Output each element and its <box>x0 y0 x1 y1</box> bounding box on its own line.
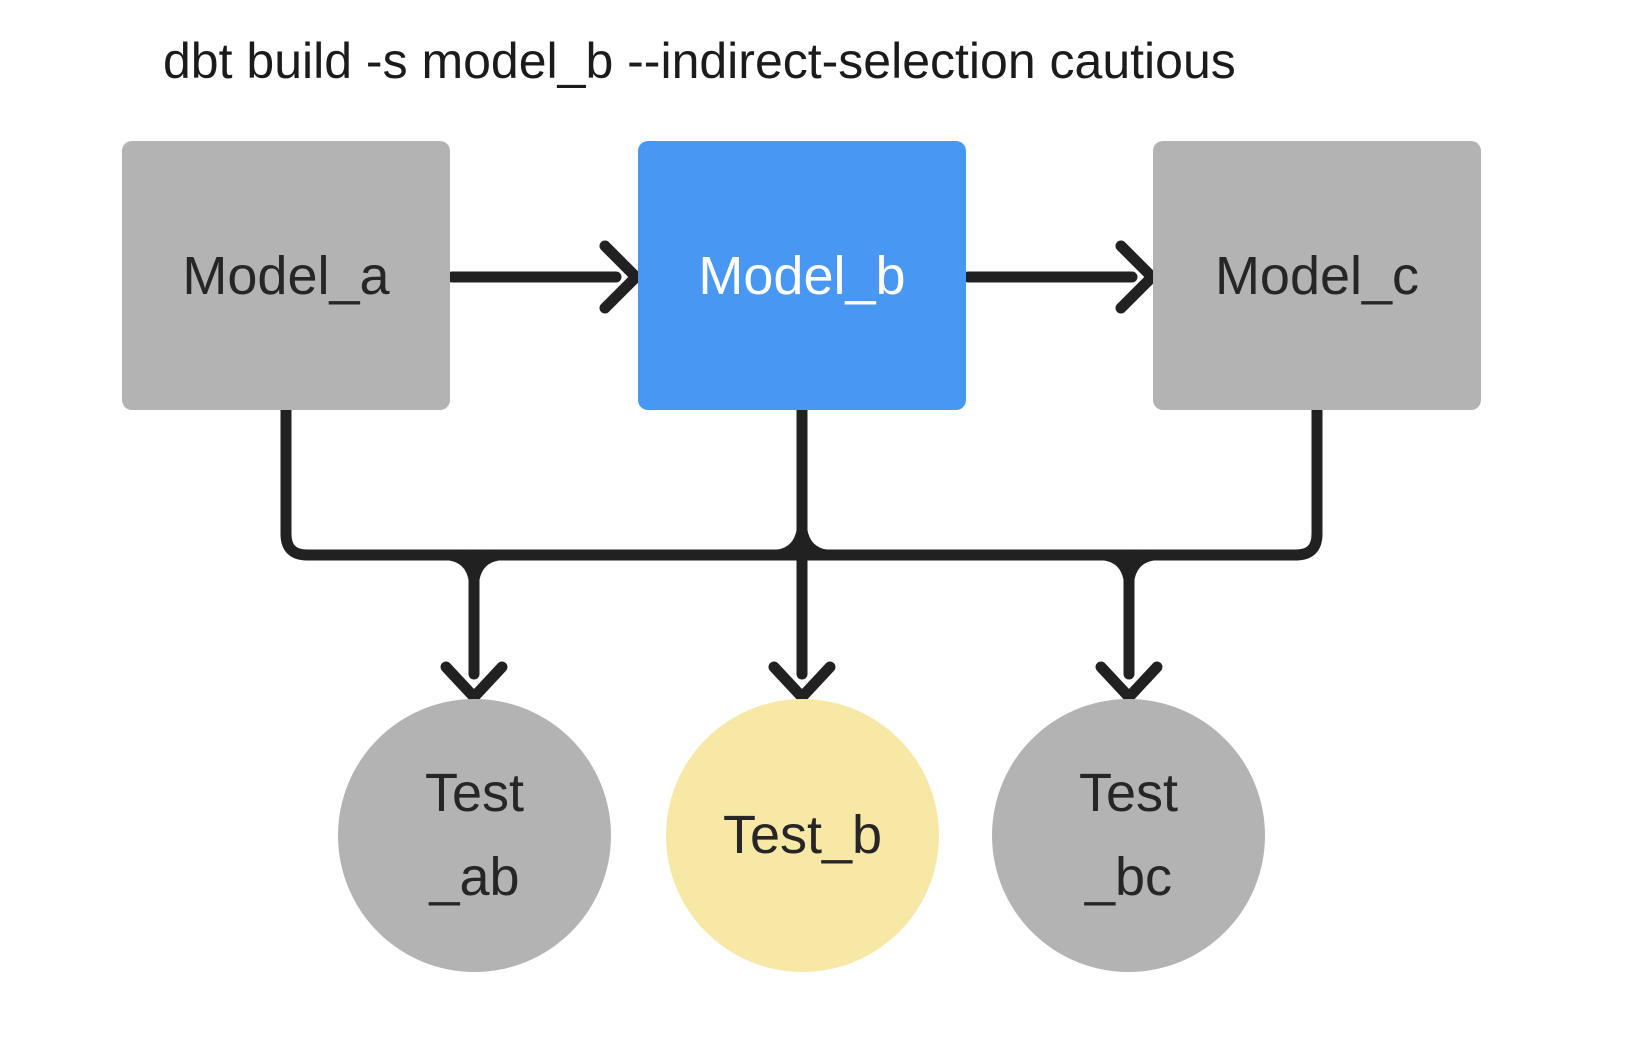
node-model-c-label: Model_c <box>1214 245 1420 306</box>
node-model-b-label: Model_b <box>698 245 906 306</box>
node-model-b-selected: Model_b <box>638 141 966 410</box>
fillet-test-ab-right <box>468 549 504 585</box>
fillet-test-b-right <box>796 525 832 561</box>
node-test-ab-label: Test _ab <box>424 762 525 907</box>
arrowhead-into-model-b-icon <box>599 240 642 314</box>
node-test-bc-label: Test _bc <box>1078 762 1179 907</box>
node-test-b-label: Test_b <box>722 804 883 865</box>
arrowhead-into-test-b-icon <box>768 661 836 703</box>
node-test-ab: Test _ab <box>338 699 611 972</box>
node-test-b-selected: Test_b <box>666 699 939 972</box>
arrowhead-into-model-c-icon <box>1115 240 1158 314</box>
fillet-test-bc-right <box>1123 549 1159 585</box>
node-test-bc: Test _bc <box>992 699 1265 972</box>
node-model-a: Model_a <box>122 141 450 410</box>
node-model-c: Model_c <box>1153 141 1481 410</box>
page-title: dbt build -s model_b --indirect-selectio… <box>163 33 1236 89</box>
arrowhead-into-test-ab-icon <box>440 661 508 703</box>
arrowhead-into-test-bc-icon <box>1095 661 1163 703</box>
node-model-a-label: Model_a <box>182 245 390 306</box>
